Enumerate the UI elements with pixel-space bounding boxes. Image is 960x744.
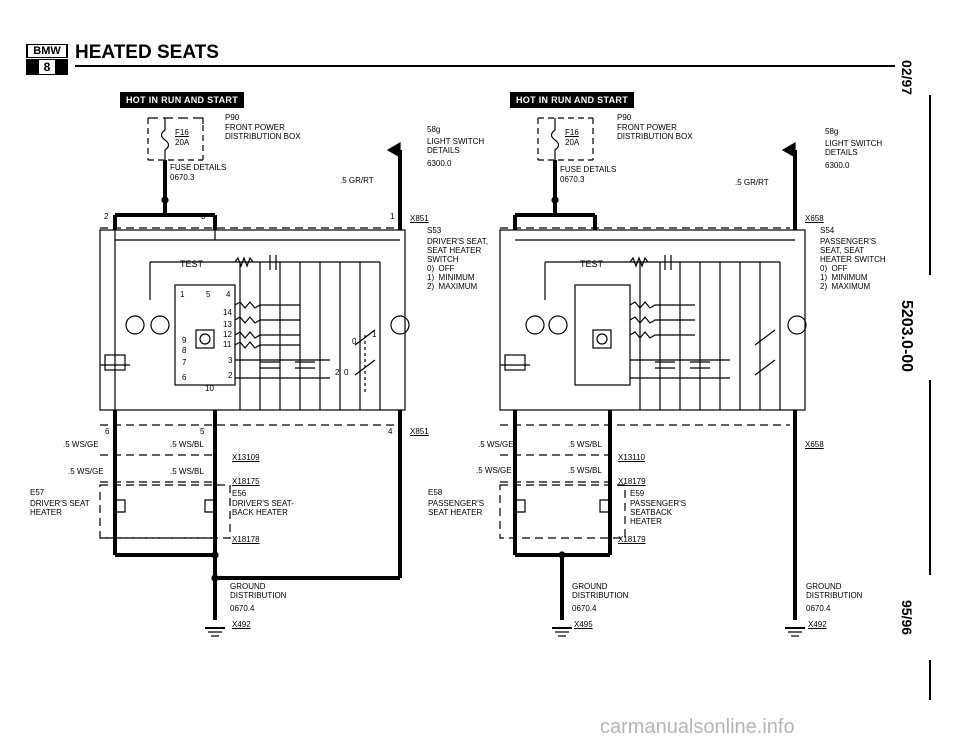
module-pin-3-left: 3 xyxy=(228,356,233,365)
module-pin-13-left: 13 xyxy=(223,320,232,329)
light-page-left: 6300.0 xyxy=(427,159,452,168)
heater-desc-left: DRIVER'S SEAT HEATER xyxy=(30,499,90,517)
ground1-page-right: 0670.4 xyxy=(572,604,597,613)
switch-code-right: S54 xyxy=(820,226,835,235)
fuse-id-left: F16 xyxy=(175,128,189,137)
module-pin-1-left: 1 xyxy=(180,290,185,299)
logo-text: BMW xyxy=(28,45,66,57)
module-pin-9-left: 9 xyxy=(182,336,187,345)
fuse-box-code-right: P90 xyxy=(617,113,632,122)
connector-a-right: X13110 xyxy=(618,453,645,462)
connector-c-right: X18179 xyxy=(618,535,646,544)
wire-ws-bl-2-left: .5 WS/BL xyxy=(170,467,204,476)
connector-c-left: X18178 xyxy=(232,535,260,544)
light-desc-left: LIGHT SWITCH DETAILS xyxy=(427,137,485,155)
pin-4-left: 4 xyxy=(388,427,393,436)
switch-desc-right: PASSENGER'S SEAT, SEAT HEATER SWITCH 0) … xyxy=(820,237,886,291)
switch-desc-left: DRIVER'S SEAT, SEAT HEATER SWITCH 0) OFF… xyxy=(427,237,488,291)
back-heater-desc-left: DRIVER'S SEAT- BACK HEATER xyxy=(232,499,294,517)
test-label-right: TEST xyxy=(580,259,604,269)
back-heater-code-right: E59 xyxy=(630,489,645,498)
page-title: HEATED SEATS xyxy=(75,42,219,63)
module-pin-7-left: 7 xyxy=(182,358,187,367)
back-heater-desc-right: PASSENGER'S SEATBACK HEATER xyxy=(630,499,687,526)
fuse-details-right: FUSE DETAILS xyxy=(560,165,617,174)
passenger-seat-circuit xyxy=(499,117,807,637)
light-code-right: 58g xyxy=(825,127,839,136)
hot-label-right: HOT IN RUN AND START xyxy=(510,92,634,108)
ground-conn-left: X492 xyxy=(232,620,251,629)
heater-code-left: E57 xyxy=(30,488,45,497)
fuse-box-code-left: P90 xyxy=(225,113,240,122)
switch-pos-0b-left: 0 xyxy=(344,368,349,377)
ground1-desc-right: GROUND DISTRIBUTION xyxy=(572,582,629,600)
fuse-box-desc-left: FRONT POWER DISTRIBUTION BOX xyxy=(225,123,301,141)
ground2-page-right: 0670.4 xyxy=(806,604,831,613)
wire-gr-left: .5 GR/RT xyxy=(340,176,374,185)
fuse-details-left: FUSE DETAILS xyxy=(170,163,227,172)
fuse-box-desc-right: FRONT POWER DISTRIBUTION BOX xyxy=(617,123,693,141)
light-code-left: 58g xyxy=(427,125,441,134)
pin-3-left: 3 xyxy=(201,212,206,221)
heater-code-right: E58 xyxy=(428,488,443,497)
module-pin-6-left: 6 xyxy=(182,373,187,382)
module-pin-12-left: 12 xyxy=(223,330,232,339)
test-label-left: TEST xyxy=(180,259,204,269)
hot-label-left: HOT IN RUN AND START xyxy=(120,92,244,108)
ground2-desc-right: GROUND DISTRIBUTION xyxy=(806,582,863,600)
light-desc-right: LIGHT SWITCH DETAILS xyxy=(825,139,883,157)
connector-b-left: X18175 xyxy=(232,477,260,486)
switch-pos-1-left: 1 xyxy=(372,330,377,339)
switch-code-left: S53 xyxy=(427,226,442,235)
logo-series: 8 xyxy=(39,60,55,74)
watermark: carmanualsonline.info xyxy=(600,716,795,738)
wire-ws-bl-2-right: .5 WS/BL xyxy=(568,466,602,475)
fuse-amp-right: 20A xyxy=(565,138,580,147)
fuse-page-right: 0670.3 xyxy=(560,175,585,184)
wire-gr-right: .5 GR/RT xyxy=(735,178,769,187)
ground2-conn-right: X492 xyxy=(808,620,827,629)
connector-top-left: X851 xyxy=(410,214,429,223)
module-pin-11-left: 11 xyxy=(223,340,232,349)
wire-ws-bl-1-right: .5 WS/BL xyxy=(568,440,602,449)
module-pin-4-left: 4 xyxy=(226,290,231,299)
module-pin-10-left: 10 xyxy=(205,384,214,393)
ground-page-left: 0670.4 xyxy=(230,604,255,613)
wire-ws-bl-1-left: .5 WS/BL xyxy=(170,440,204,449)
connector-a-left: X13109 xyxy=(232,453,260,462)
module-pin-5-left: 5 xyxy=(206,290,211,299)
connector-b-right: X18179 xyxy=(618,477,646,486)
pin-2-left: 2 xyxy=(104,212,109,221)
bmw-logo: BMW 8 xyxy=(26,44,70,76)
pin-6-left: 6 xyxy=(105,427,110,436)
back-heater-code-left: E56 xyxy=(232,489,247,498)
pin-1-left: 1 xyxy=(390,212,395,221)
ground-desc-left: GROUND DISTRIBUTION xyxy=(230,582,287,600)
module-pin-14-left: 14 xyxy=(223,308,232,317)
light-page-right: 6300.0 xyxy=(825,161,850,170)
pin-5-left: 5 xyxy=(200,427,205,436)
module-pin-8-left: 8 xyxy=(182,346,187,355)
driver-seat-circuit xyxy=(99,117,410,637)
connector-top-right: X658 xyxy=(805,214,824,223)
connector-bottom-right: X658 xyxy=(805,440,824,449)
wire-ws-ge-2-right: .5 WS/GE xyxy=(476,466,512,475)
heater-desc-right: PASSENGER'S SEAT HEATER xyxy=(428,499,485,517)
wire-ws-ge-2-left: .5 WS/GE xyxy=(68,467,104,476)
ground1-conn-right: X495 xyxy=(574,620,593,629)
fuse-amp-left: 20A xyxy=(175,138,190,147)
connector-bottom-left: X851 xyxy=(410,427,429,436)
wire-ws-ge-1-left: .5 WS/GE xyxy=(63,440,99,449)
wire-ws-ge-1-right: .5 WS/GE xyxy=(478,440,514,449)
switch-pos-2-left: 2 xyxy=(335,368,340,377)
switch-pos-0-left: 0 xyxy=(352,337,357,346)
fuse-id-right: F16 xyxy=(565,128,579,137)
fuse-page-left: 0670.3 xyxy=(170,173,195,182)
module-pin-2-left: 2 xyxy=(228,371,233,380)
